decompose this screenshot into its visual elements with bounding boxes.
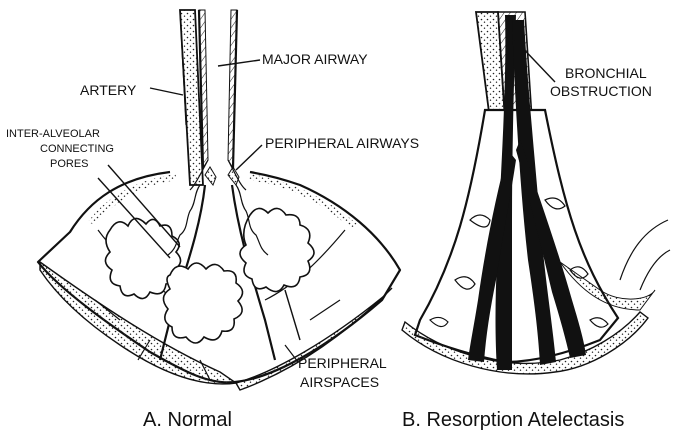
- peripheral-airspaces-leader: [285, 290, 300, 340]
- major-airway-leader: [218, 60, 260, 66]
- label-obstruction-line-2: OBSTRUCTION: [550, 83, 652, 99]
- label-peripheral-airspaces-line-2: AIRSPACES: [300, 374, 379, 390]
- peripheral-airways-leader: [236, 145, 262, 170]
- airspace-center: [163, 263, 242, 343]
- panel-normal: MAJOR AIRWAY ARTERY INTER-ALVEOLAR CONNE…: [6, 10, 419, 431]
- label-pores-line-3: PORES: [50, 158, 89, 170]
- label-obstruction-line-1: BRONCHIAL: [565, 65, 647, 81]
- label-major-airway: MAJOR AIRWAY: [262, 51, 368, 67]
- label-peripheral-airways: PERIPHERAL AIRWAYS: [265, 135, 419, 151]
- label-pores-line-2: CONNECTING: [40, 143, 114, 155]
- label-peripheral-airspaces-line-1: PERIPHERAL: [298, 355, 387, 371]
- caption-atelectasis: B. Resorption Atelectasis: [402, 409, 624, 431]
- panel-atelectasis: BRONCHIAL OBSTRUCTION B. Resorption Atel…: [402, 12, 670, 431]
- caption-normal: A. Normal: [143, 409, 232, 431]
- artery-leader: [150, 88, 183, 95]
- label-artery: ARTERY: [80, 82, 137, 98]
- airspace-right: [240, 208, 314, 291]
- label-pores-line-1: INTER-ALVEOLAR: [6, 128, 100, 140]
